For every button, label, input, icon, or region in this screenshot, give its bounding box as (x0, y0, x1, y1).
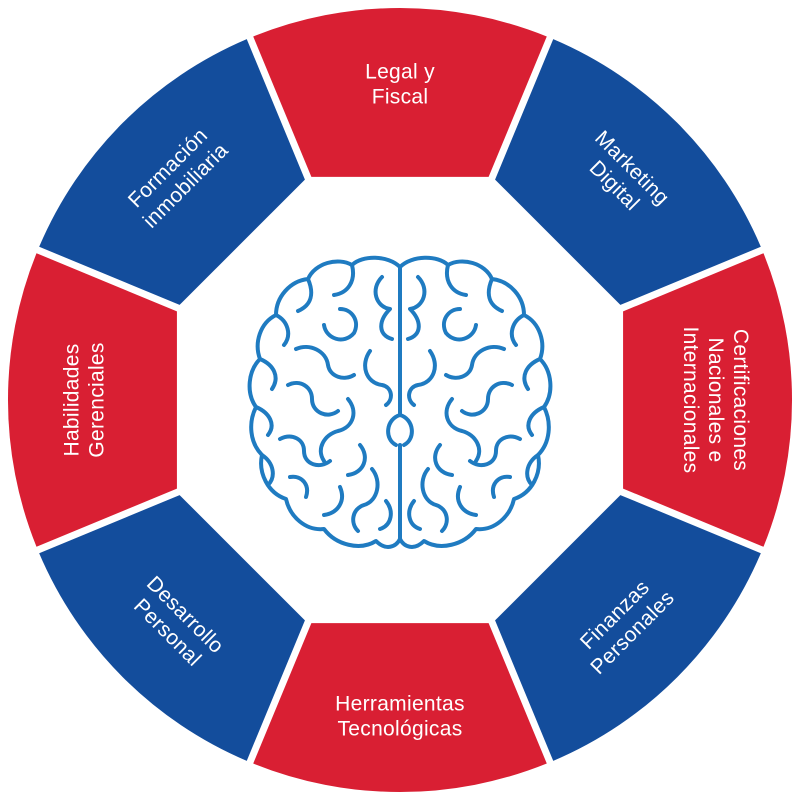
brain-midline (386, 265, 414, 541)
segment-label-line: Herramientas (335, 693, 465, 716)
brain-left-folds (254, 263, 394, 533)
segment-label-line: Habilidades (61, 343, 84, 456)
segment-label-line: Fiscal (372, 86, 429, 109)
segment-marketing-digital (495, 39, 761, 305)
wheel-segments (7, 7, 793, 793)
segment-label-line: Nacionales e (704, 337, 727, 462)
segment-label-certificaciones: CertificacionesNacionales eInternacional… (679, 327, 752, 474)
segment-habilidades-gerenciales (7, 253, 177, 547)
segment-legal-fiscal (253, 7, 547, 177)
segment-finanzas-personales (495, 495, 761, 761)
segment-label-line: Gerenciales (86, 342, 109, 457)
segment-label-line: Tecnológicas (337, 718, 462, 741)
segment-label-line: Legal y (365, 61, 435, 84)
segment-herramientas-tecnologicas (253, 623, 547, 793)
segment-label-line: Internacionales (679, 327, 702, 474)
segment-label-habilidades-gerenciales: HabilidadesGerenciales (61, 342, 109, 457)
segment-label-line: Certificaciones (729, 329, 752, 471)
segment-desarrollo-personal (39, 495, 305, 761)
segment-certificaciones (623, 253, 793, 547)
brain-right-folds (406, 263, 546, 533)
brain-icon (247, 255, 553, 549)
segment-formacion-inmobiliaria (39, 39, 305, 305)
